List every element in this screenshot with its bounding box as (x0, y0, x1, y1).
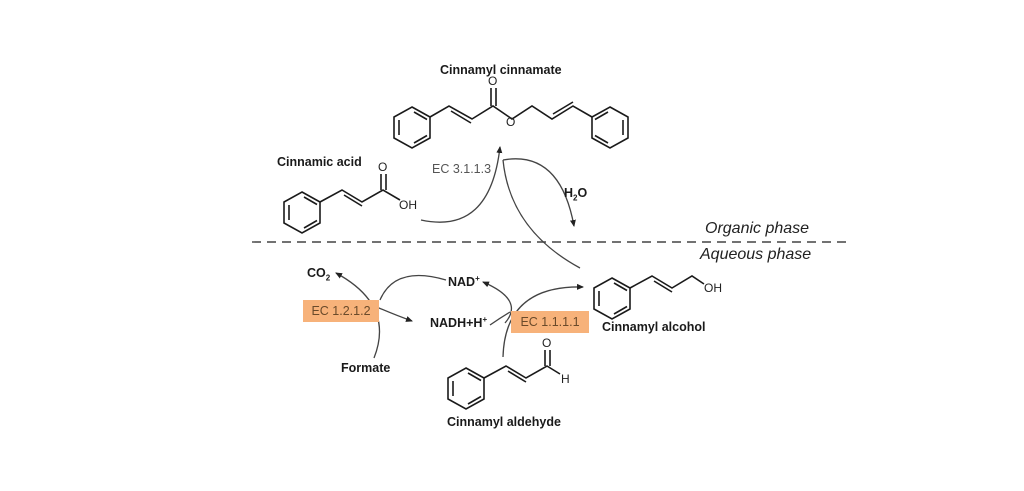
aldehyde-oxygen: O (542, 336, 552, 350)
nad-to-nadh-arrow (379, 274, 447, 301)
acid-hydroxyl: OH (399, 198, 417, 212)
cinnamic-acid-label: Cinnamic acid (277, 155, 362, 169)
cinnamyl-alcohol-label: Cinnamyl alcohol (602, 320, 706, 334)
aldehyde-reduction-arrow (502, 283, 584, 358)
nad-label: NAD+ (448, 274, 480, 289)
alcohol-hydroxyl: OH (704, 281, 722, 295)
co2-subscript: 2 (325, 273, 331, 283)
esterase-ec-label: EC 3.1.1.3 (432, 162, 492, 176)
co2-text: CO (307, 266, 326, 280)
cinnamyl-aldehyde-label: Cinnamyl aldehyde (447, 415, 561, 429)
cinnamic-acid-structure (283, 174, 401, 234)
cinnamyl-alcohol-structure (593, 275, 705, 320)
water-h: H (564, 186, 574, 200)
nadh-label: NADH+H+ (430, 315, 487, 330)
nad-superscript: + (475, 274, 480, 283)
aqueous-phase-label: Aqueous phase (700, 246, 812, 263)
ester-carbonyl-oxygen: O (488, 74, 498, 88)
alcohol-to-ester-arrow (502, 159, 581, 269)
ester-oxygen: O (506, 115, 516, 129)
acid-carbonyl-oxygen: O (378, 160, 388, 174)
alcohol-dehydrogenase-ec-box: EC 1.1.1.1 (511, 311, 589, 333)
water-label: H2O (564, 186, 587, 203)
cinnamyl-aldehyde-structure (447, 350, 561, 410)
nad-text: NAD (448, 275, 476, 290)
cinnamyl-cinnamate-structure (393, 88, 629, 149)
organic-phase-label: Organic phase (705, 220, 810, 237)
nadh-superscript: + (482, 315, 488, 324)
co2-label: CO2 (307, 266, 330, 283)
aldehyde-hydrogen: H (561, 372, 570, 386)
formate-label: Formate (341, 361, 391, 375)
nadh-consume-line (489, 311, 511, 326)
cinnamyl-cinnamate-label: Cinnamyl cinnamate (440, 63, 562, 77)
water-o: O (577, 186, 588, 200)
water-release-arrow (502, 158, 576, 227)
nadh-text: NADH+H (430, 316, 483, 331)
water-subscript: 2 (573, 193, 578, 203)
esterification-arrow (420, 146, 503, 223)
formate-dehydrogenase-ec-box: EC 1.2.1.2 (303, 300, 379, 322)
nadh-oxidation-arrow (482, 281, 513, 324)
